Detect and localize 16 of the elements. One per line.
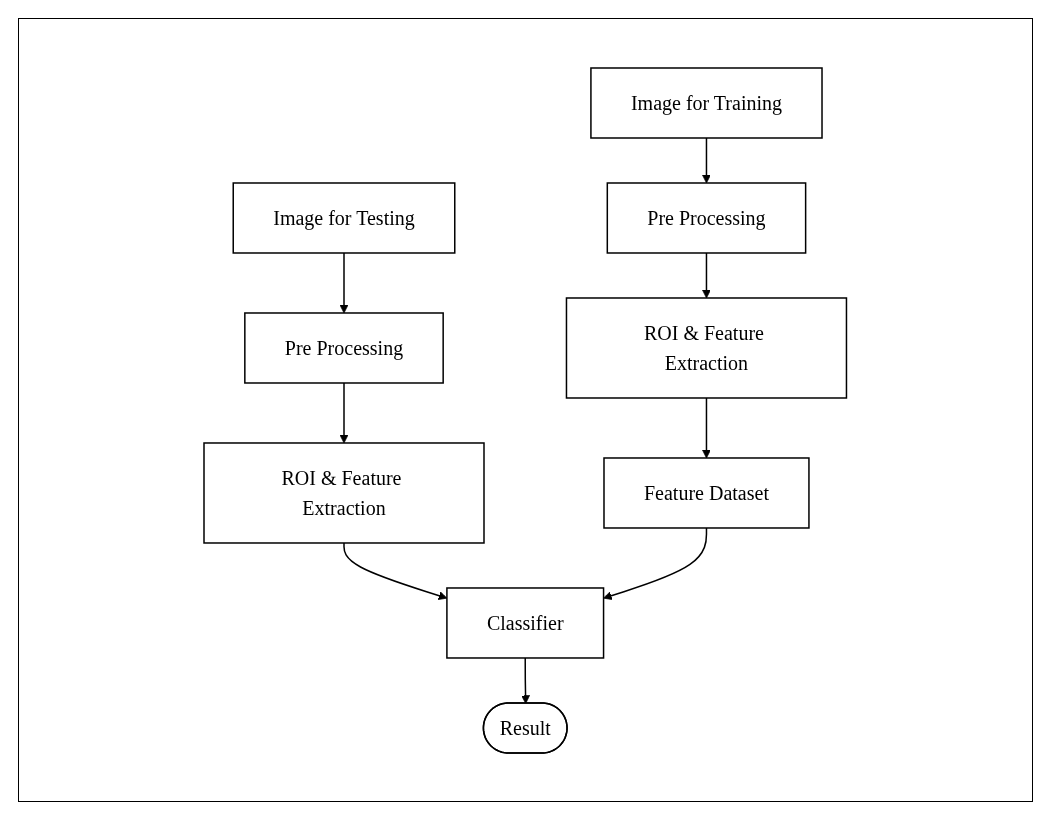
node-box: Feature Dataset: [603, 456, 810, 529]
arrow: [702, 396, 712, 458]
arrow: [603, 526, 708, 600]
node-box: Classifier: [446, 586, 605, 659]
node-box: ROI & Feature Extraction: [566, 296, 848, 399]
arrow: [521, 656, 531, 704]
node-box: Image for Training: [590, 66, 824, 139]
arrow: [702, 251, 712, 298]
node-box: ROI & Feature Extraction: [203, 441, 485, 544]
node-box: Pre Processing: [606, 181, 807, 254]
node-box: Image for Testing: [232, 181, 456, 254]
arrow: [339, 381, 349, 443]
arrow: [343, 541, 448, 600]
arrow: [702, 136, 712, 183]
arrow: [339, 251, 349, 313]
node-box: Pre Processing: [244, 311, 445, 384]
